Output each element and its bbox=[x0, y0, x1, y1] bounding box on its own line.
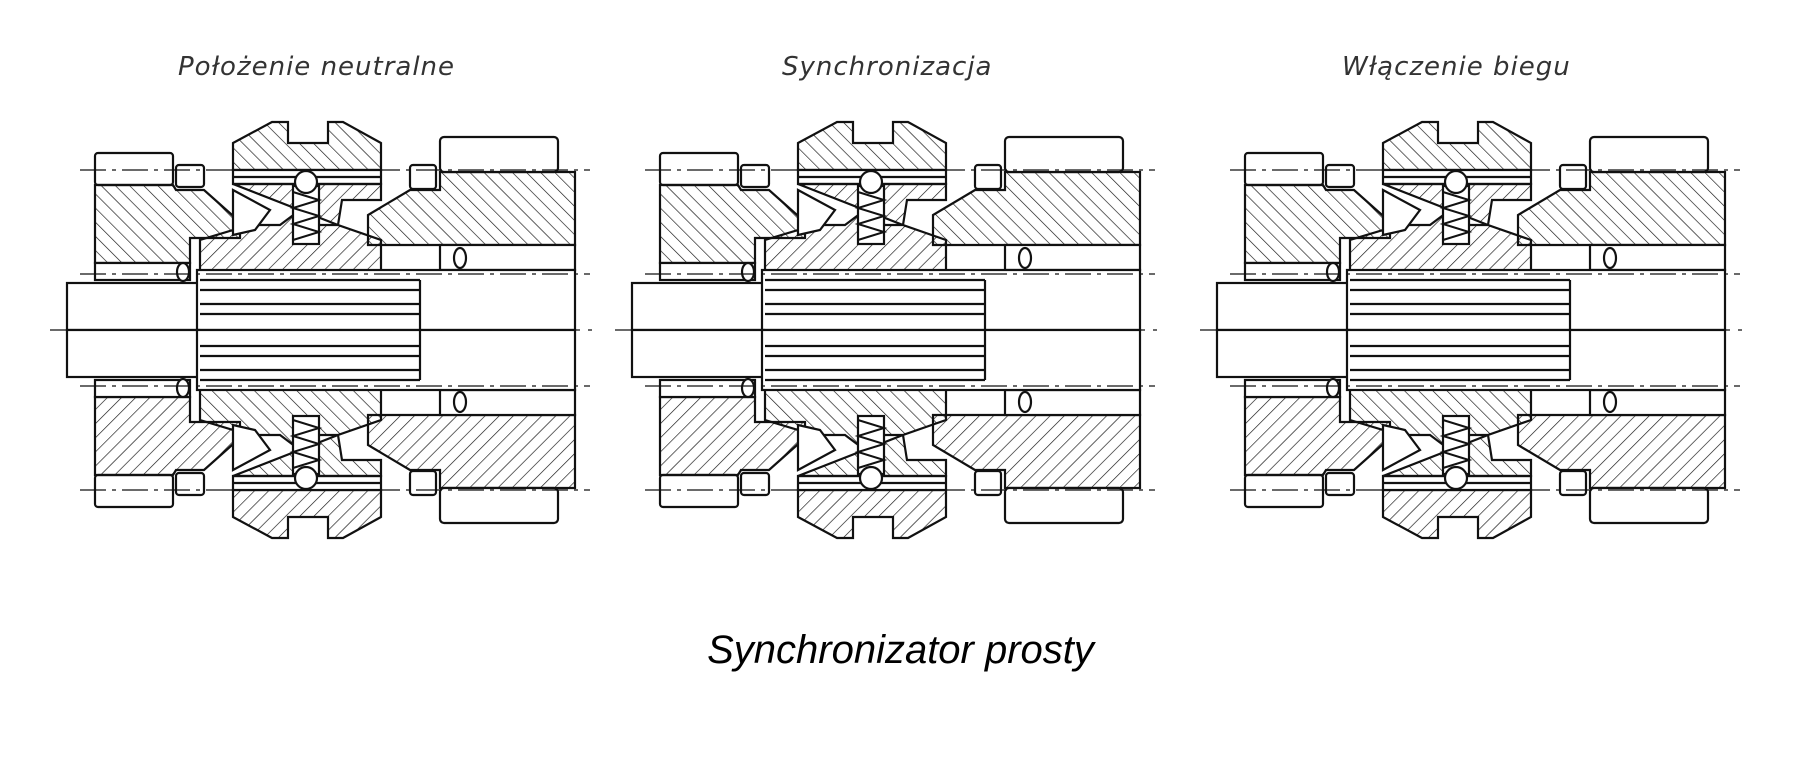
drawing-neutral-position bbox=[50, 122, 600, 538]
drawing-gear-engaged bbox=[1200, 122, 1750, 538]
figure-caption: Synchronizator prosty bbox=[707, 628, 1094, 672]
panel-title-gear-engaged: Włączenie biegu bbox=[1342, 52, 1571, 82]
panel-title-neutral: Położenie neutralne bbox=[178, 52, 456, 82]
panel-title-synchronization: Synchronizacja bbox=[782, 52, 993, 82]
drawing-synchronization bbox=[615, 122, 1165, 538]
